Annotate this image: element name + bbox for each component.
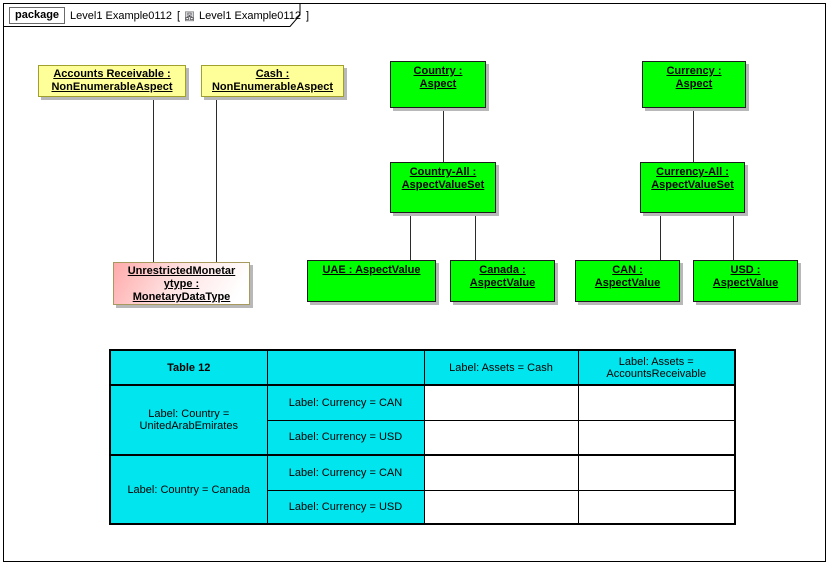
diagram-frame [3,3,826,562]
connector-cash-monetary[interactable] [216,97,217,262]
table-currency-cell[interactable]: Label: Currency = CAN [266,384,425,421]
instance-label: Aspect [675,78,713,90]
table-country-cell[interactable]: Label: Country = UnitedArabEmirates [109,384,268,456]
instance-label: AspectValue [469,277,536,289]
instance-label: Accounts Receivable : [53,68,171,80]
diagram-name: Level1 Example0112 [199,9,301,22]
table-data-cell[interactable] [577,489,736,525]
instance-cash[interactable]: Cash : NonEnumerableAspect [201,65,344,97]
instance-currency[interactable]: Currency : Aspect [642,61,746,108]
instance-label: USD : [730,264,761,276]
bracket-open: [ [176,9,181,22]
instance-label: Cash : [255,68,290,80]
instance-label: UAE : AspectValue [322,264,421,276]
connector-countryall-canada[interactable] [475,213,476,260]
instance-can[interactable]: CAN : AspectValue [575,260,680,302]
diagram-hierarchy-icon [185,11,195,21]
instance-label: ytype : [163,278,200,290]
instance-country[interactable]: Country : Aspect [390,61,486,108]
instance-label: Currency-All : [656,166,729,178]
table-currency-cell[interactable]: Label: Currency = USD [266,419,425,456]
table-data-cell[interactable] [423,384,579,421]
instance-unrestricted-monetary[interactable]: UnrestrictedMonetar ytype : MonetaryData… [113,262,250,305]
connector-currencyall-can[interactable] [660,213,661,260]
instance-label: Aspect [419,78,457,90]
table-header-cell[interactable] [266,349,425,386]
table-data-cell[interactable] [577,454,736,491]
instance-label: Currency : [666,65,722,77]
instance-country-all[interactable]: Country-All : AspectValueSet [390,162,496,213]
table-currency-cell[interactable]: Label: Currency = CAN [266,454,425,491]
connector-accountsreceivable-monetary[interactable] [153,97,154,262]
table-country-cell[interactable]: Label: Country = Canada [109,454,268,525]
model-name: Level1 Example0112 [70,9,172,22]
table-currency-cell[interactable]: Label: Currency = USD [266,489,425,525]
table-title-cell[interactable]: Table 12 [109,349,268,386]
instance-label: AspectValue [594,277,661,289]
instance-label: NonEnumerableAspect [211,81,334,93]
connector-country-countryall[interactable] [443,108,444,162]
instance-label: Canada : [479,264,526,276]
table-12[interactable]: Table 12 Label: Assets = Cash Label: Ass… [109,349,736,525]
instance-label: CAN : [612,264,643,276]
instance-label: MonetaryDataType [132,291,231,303]
table-data-cell[interactable] [423,454,579,491]
diagram-header: package Level1 Example0112 [ Level1 Exam… [4,4,309,27]
instance-label: AspectValue [712,277,779,289]
table-data-cell[interactable] [423,489,579,525]
table-data-cell[interactable] [577,384,736,421]
table-data-cell[interactable] [423,419,579,456]
table-header-cell[interactable]: Label: Assets = AccountsReceivable [577,349,736,386]
instance-canada[interactable]: Canada : AspectValue [450,260,555,302]
instance-label: UnrestrictedMonetar [127,265,236,277]
instance-usd[interactable]: USD : AspectValue [693,260,798,302]
instance-label: Country : [413,65,463,77]
bracket-close: ] [305,9,309,22]
instance-label: AspectValueSet [651,179,734,191]
instance-currency-all[interactable]: Currency-All : AspectValueSet [640,162,745,213]
table-header-cell[interactable]: Label: Assets = Cash [423,349,579,386]
instance-accounts-receivable[interactable]: Accounts Receivable : NonEnumerableAspec… [38,65,186,97]
connector-currencyall-usd[interactable] [733,213,734,260]
instance-label: Country-All : [409,166,477,178]
connector-countryall-uae[interactable] [410,213,411,260]
connector-currency-currencyall[interactable] [693,108,694,162]
package-keyword: package [9,7,66,24]
instance-label: NonEnumerableAspect [51,81,173,93]
table-data-cell[interactable] [577,419,736,456]
instance-uae[interactable]: UAE : AspectValue [307,260,436,302]
instance-label: AspectValueSet [401,179,485,191]
